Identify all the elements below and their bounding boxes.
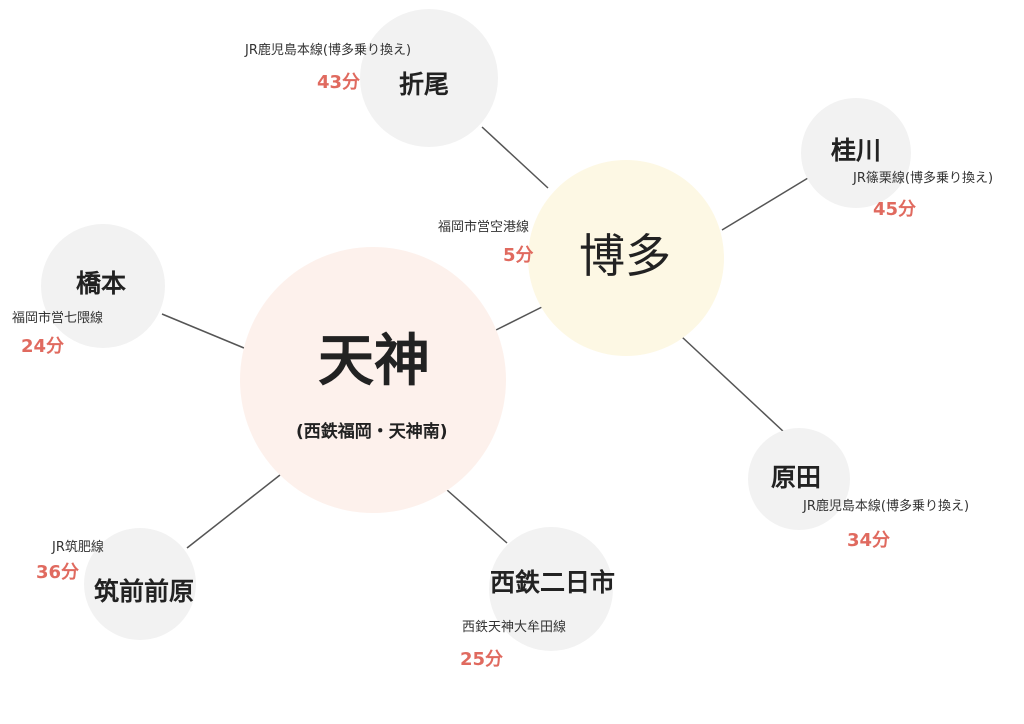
station-name-katsuragawa: 桂川	[831, 136, 882, 165]
line-label-orio: JR鹿児島本線(博多乗り換え)	[245, 43, 412, 58]
minutes-chikuzenmaebaru: 36分	[36, 562, 80, 583]
station-circle-harada	[748, 428, 850, 530]
minutes-harada: 34分	[847, 530, 891, 551]
minutes-katsuragawa: 45分	[873, 199, 917, 220]
line-label-hashimoto: 福岡市営七隈線	[12, 311, 104, 326]
hub-title-hakata: 博多	[579, 229, 671, 283]
connector-tenjin-futsukaichi	[446, 489, 508, 544]
hub-circle-tenjin	[240, 247, 506, 513]
minutes-orio: 43分	[317, 72, 361, 93]
station-name-orio: 折尾	[399, 70, 450, 99]
connector-tenjin-hakata	[495, 304, 547, 331]
line-label-futsukaichi: 西鉄天神大牟田線	[462, 620, 567, 635]
line-label-hakata-link: 福岡市営空港線	[438, 220, 530, 235]
station-name-chikuzenmaebaru: 筑前前原	[94, 577, 195, 606]
minutes-hakata-link: 5分	[503, 245, 534, 266]
hub-circle-hakata	[528, 160, 724, 356]
hub-subtitle-tenjin: (西鉄福岡・天神南)	[296, 422, 448, 442]
connector-hakata-harada	[681, 336, 786, 434]
minutes-hashimoto: 24分	[21, 336, 65, 357]
connector-tenjin-chikuzenmaebaru	[186, 474, 281, 549]
line-label-harada: JR鹿児島本線(博多乗り換え)	[803, 499, 970, 514]
station-circle-hashimoto	[41, 224, 165, 348]
station-circle-chikuzenmaebaru	[84, 528, 196, 640]
station-circle-futsukaichi	[489, 527, 613, 651]
connector-hakata-orio	[481, 126, 549, 189]
station-circle-orio	[360, 9, 498, 147]
station-name-futsukaichi: 西鉄二日市	[490, 568, 616, 597]
station-name-harada: 原田	[771, 463, 822, 492]
hub-title-tenjin: 天神	[318, 329, 430, 394]
connector-tenjin-hashimoto	[161, 313, 245, 349]
station-name-hashimoto: 橋本	[76, 269, 127, 298]
connector-hakata-katsuragawa	[721, 177, 809, 231]
line-label-katsuragawa: JR篠栗線(博多乗り換え)	[853, 171, 994, 186]
minutes-futsukaichi: 25分	[460, 649, 504, 670]
line-label-chikuzenmaebaru: JR筑肥線	[52, 540, 104, 555]
station-circle-katsuragawa	[801, 98, 911, 208]
